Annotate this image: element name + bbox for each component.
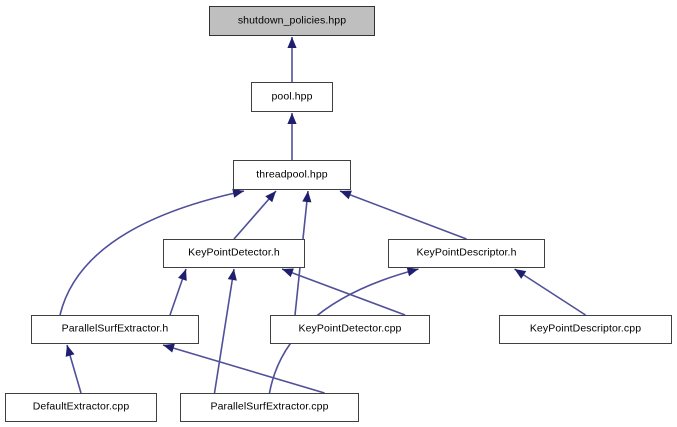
node-label: KeyPointDescriptor.h — [416, 246, 517, 259]
arrowhead-pool-to-shutdown_policies — [287, 37, 297, 48]
node-defextractor_cpp[interactable]: DefaultExtractor.cpp — [5, 393, 157, 422]
node-psextractor_cpp[interactable]: ParallelSurfExtractor.cpp — [180, 393, 359, 422]
edge-kpdescriptor_h-to-threadpool — [339, 190, 467, 240]
edge-kpdetector_cpp-to-kpdetector_h — [281, 268, 406, 316]
arrowhead-psextractor_h-to-kpdetector_h — [178, 269, 187, 281]
arrowhead-kpdescriptor_cpp-to-kpdescriptor_h — [514, 269, 527, 279]
arrowhead-kpdescriptor_h-to-threadpool — [340, 190, 352, 200]
node-label: DefaultExtractor.cpp — [32, 400, 130, 413]
node-shutdown_policies[interactable]: shutdown_policies.hpp — [209, 6, 375, 36]
arrowhead-defextractor_cpp-to-psextractor_h — [65, 345, 75, 357]
node-label: KeyPointDetector.cpp — [298, 322, 402, 335]
edge-kpdescriptor_cpp-to-kpdescriptor_h — [514, 268, 586, 316]
arrowhead-psextractor_h-to-threadpool — [232, 188, 244, 198]
arrowhead-kpdetector_cpp-to-kpdetector_h — [282, 268, 294, 278]
arrowhead-kpdetector_h-to-threadpool — [265, 191, 276, 203]
node-label: ParallelSurfExtractor.cpp — [210, 400, 329, 413]
node-pool[interactable]: pool.hpp — [251, 82, 333, 112]
node-label: KeyPointDescriptor.cpp — [529, 322, 642, 335]
arrowhead-psextractor_cpp-to-kpdescriptor_h — [406, 267, 419, 277]
edge-psextractor_h-to-threadpool — [59, 190, 245, 316]
node-psextractor_h[interactable]: ParallelSurfExtractor.h — [31, 315, 199, 344]
node-kpdescriptor_h[interactable]: KeyPointDescriptor.h — [388, 239, 545, 268]
arrowhead-psextractor_cpp-to-kpdetector_h — [227, 269, 237, 281]
node-threadpool[interactable]: threadpool.hpp — [233, 160, 351, 190]
node-label: ParallelSurfExtractor.h — [61, 322, 169, 335]
edge-psextractor_cpp-to-psextractor_h — [162, 344, 325, 394]
node-label: shutdown_policies.hpp — [237, 14, 347, 27]
node-kpdetector_h[interactable]: KeyPointDetector.h — [163, 239, 305, 268]
edge-psextractor_cpp-to-kpdetector_h — [213, 268, 235, 394]
node-label: KeyPointDetector.h — [188, 246, 280, 259]
arrowhead-kpdetector_cpp-to-threadpool — [302, 191, 312, 203]
node-kpdescriptor_cpp[interactable]: KeyPointDescriptor.cpp — [499, 315, 672, 344]
arrowhead-threadpool-to-pool — [287, 113, 297, 124]
arrowhead-psextractor_cpp-to-psextractor_h — [163, 343, 175, 353]
node-kpdetector_cpp[interactable]: KeyPointDetector.cpp — [270, 315, 430, 344]
node-label: threadpool.hpp — [256, 168, 328, 181]
node-label: pool.hpp — [271, 90, 313, 103]
